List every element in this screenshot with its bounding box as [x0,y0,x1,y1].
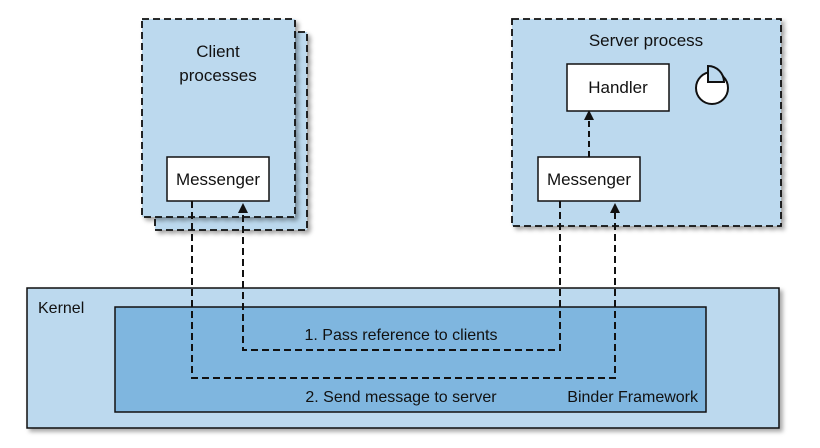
kernel-label: Kernel [38,300,84,317]
client-title-line1: Client [196,42,240,61]
client-messenger-box [166,156,270,202]
binder-framework-label: Binder Framework [567,389,699,406]
clock-icon [695,64,729,105]
server-messenger-box [537,156,641,202]
handler-box [566,63,670,112]
path-send-message [191,201,620,379]
binder-framework-box [114,306,707,413]
client-title-line2: processes [179,66,256,85]
server-messenger-label: Messenger [547,170,631,189]
step1-label: 1. Pass reference to clients [305,327,498,344]
client-messenger-label: Messenger [176,170,260,189]
handler-label: Handler [588,78,648,97]
server-title: Server process [589,31,703,50]
step2-label: 2. Send message to server [305,389,497,406]
